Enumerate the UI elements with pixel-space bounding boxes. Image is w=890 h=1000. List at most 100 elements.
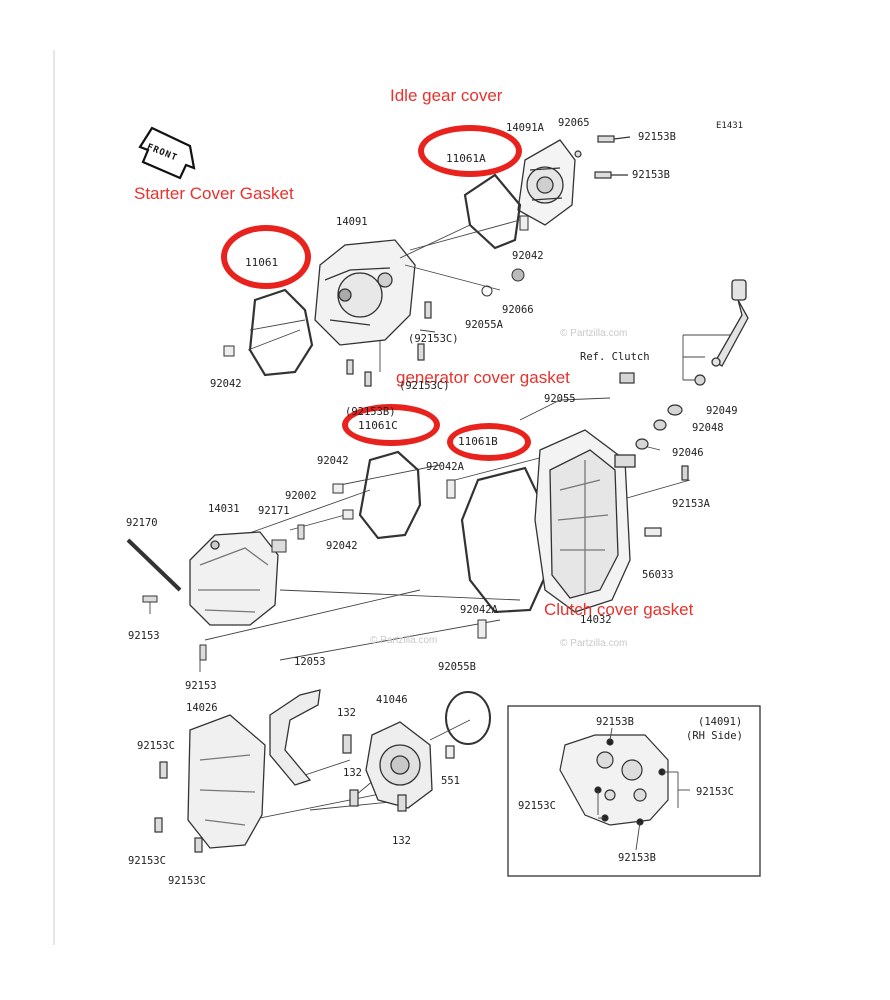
annotation-generator-cover-gasket: generator cover gasket: [396, 368, 570, 387]
part-label: 92153C: [696, 786, 734, 798]
part-label: 92171: [258, 505, 290, 517]
part-label: (92153B): [345, 406, 396, 418]
watermark: © Partzilla.com: [370, 635, 438, 646]
highlight-ring-11061b: [447, 423, 531, 461]
part-label: 132: [343, 767, 362, 779]
inset-leader-lines: [597, 727, 690, 851]
bolt-92153-drawing: [142, 595, 158, 603]
part-label: 11061C: [358, 419, 398, 432]
part-label: 92042A: [426, 461, 464, 473]
bolt-92002-drawing: [297, 524, 305, 540]
dowel-pin-drawing: [223, 345, 235, 357]
watermark: © Partzilla.com: [560, 328, 628, 339]
part-label: 132: [337, 707, 356, 719]
part-label: 92042: [210, 378, 242, 390]
inset-box: [507, 705, 761, 877]
part-label: 92153B: [618, 852, 656, 864]
seal-set-drawing: [619, 372, 706, 537]
part-label: 92153A: [672, 498, 710, 510]
part-label: 92153B: [596, 716, 634, 728]
bolt-set-drawing: [154, 761, 203, 853]
part-label: (92153C): [399, 380, 450, 392]
dowel-pin-drawing: [519, 215, 529, 231]
highlight-ring-11061a: [418, 125, 522, 177]
oring-92055a-drawing: [481, 285, 493, 297]
part-label: 92042A: [460, 604, 498, 616]
clutch-lever-drawing: [711, 279, 749, 367]
generator-cover-drawing: [189, 531, 279, 626]
clutch-cover-drawing: [534, 429, 636, 613]
part-label: 92055A: [465, 319, 503, 331]
oring-92055b-drawing: [445, 691, 491, 745]
part-label: 92046: [672, 447, 704, 459]
part-label: 92153B: [638, 131, 676, 143]
dowel-pin-drawing: [342, 509, 354, 520]
part-label: 14091A: [506, 122, 544, 134]
part-label: 92042: [512, 250, 544, 262]
part-label: 11061: [245, 256, 279, 269]
bolt-92153b-drawing: [574, 135, 631, 179]
gasket-11061a-drawing: [463, 173, 522, 250]
cover-41046-drawing: [365, 721, 433, 809]
inset-subtitle: (RH Side): [686, 730, 743, 742]
part-label: 56033: [642, 569, 674, 581]
part-label: 92055: [544, 393, 576, 405]
annotation-idle-gear-cover: Idle gear cover: [390, 86, 503, 105]
part-label: 551: [441, 775, 460, 787]
part-label: 132: [392, 835, 411, 847]
bolt-92153-drawing: [199, 644, 207, 661]
part-label: 14026: [186, 702, 218, 714]
part-label: 92042: [326, 540, 358, 552]
cover-14026-drawing: [187, 714, 266, 849]
part-label: 92153C: [137, 740, 175, 752]
part-label: 92153B: [632, 169, 670, 181]
bracket-92171-drawing: [271, 539, 287, 553]
part-label: 92170: [126, 517, 158, 529]
part-label: 92048: [692, 422, 724, 434]
part-label: 14091: [336, 216, 368, 228]
gasket-11061-drawing: [248, 288, 314, 377]
seal-92066-drawing: [511, 268, 525, 282]
part-label: 92042: [317, 455, 349, 467]
inset-title: (14091): [698, 716, 743, 728]
bracket-12053-drawing: [269, 689, 321, 786]
part-label: 92153: [128, 630, 160, 642]
part-label: 14031: [208, 503, 240, 515]
starter-cover-drawing: [314, 239, 416, 346]
highlight-ring-11061: [221, 225, 311, 289]
part-label: 92153C: [128, 855, 166, 867]
dowel-pin-drawing: [477, 619, 487, 639]
part-label: 92049: [706, 405, 738, 417]
front-arrow-icon: [138, 126, 196, 180]
part-label: Ref. Clutch: [580, 351, 650, 363]
bolt-set-drawing: [346, 301, 432, 387]
bolt-set-drawing: [342, 734, 455, 812]
part-label: 92055B: [438, 661, 476, 673]
part-label: 92066: [502, 304, 534, 316]
watermark: © Partzilla.com: [560, 638, 628, 649]
inset-cover-drawing: [559, 734, 669, 826]
annotation-starter-cover-gasket: Starter Cover Gasket: [134, 184, 294, 203]
dowel-pin-drawing: [446, 479, 456, 499]
idle-gear-cover-drawing: [517, 139, 576, 226]
stud-92170-drawing: [126, 538, 182, 592]
ref-code: E1431: [716, 121, 744, 131]
part-label: 92153: [185, 680, 217, 692]
part-label: 92153C: [518, 800, 556, 812]
part-label: 92065: [558, 117, 590, 129]
part-label: 92002: [285, 490, 317, 502]
annotation-clutch-cover-gasket: Clutch cover gasket: [544, 600, 694, 619]
part-label: 11061A: [446, 152, 486, 165]
highlight-ring-11061c: [342, 404, 440, 446]
part-label: 14032: [580, 614, 612, 626]
part-label: 41046: [376, 694, 408, 706]
dowel-pin-drawing: [332, 483, 344, 494]
gasket-11061b-drawing: [460, 466, 550, 614]
part-label: 92153C: [168, 875, 206, 887]
part-label: 11061B: [458, 435, 498, 448]
gasket-11061c-drawing: [358, 450, 422, 540]
part-label: (92153C): [408, 333, 459, 345]
part-label: 12053: [294, 656, 326, 668]
